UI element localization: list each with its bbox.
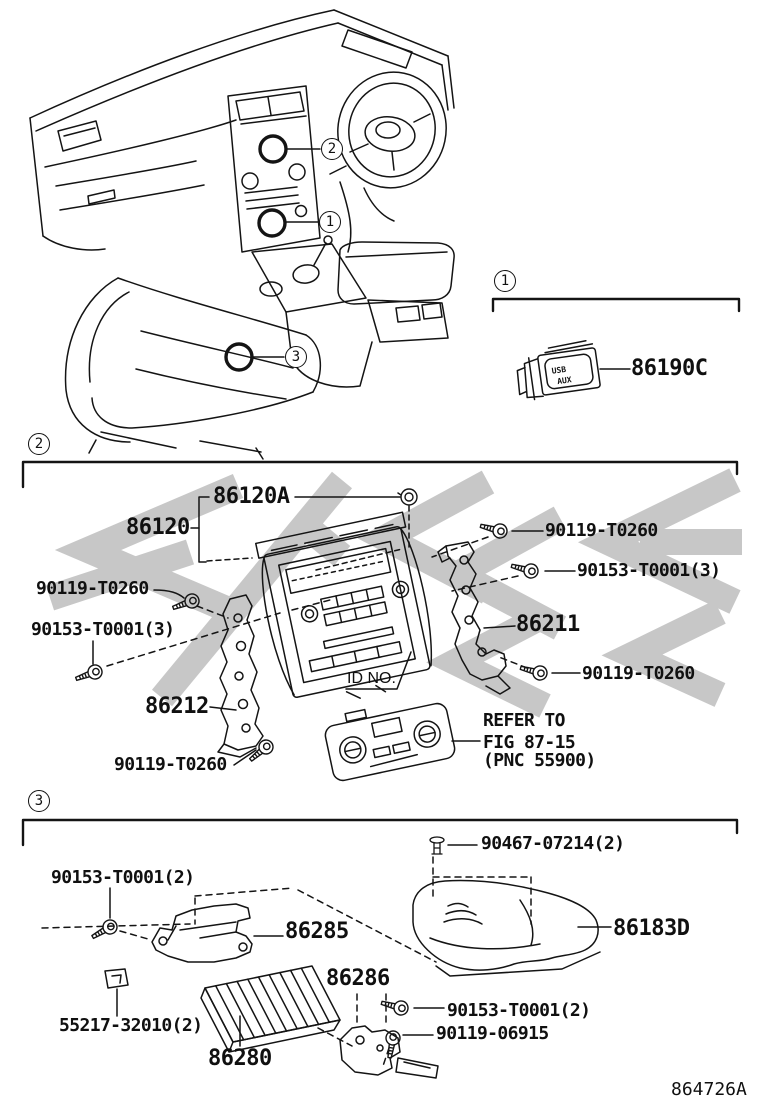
climate-control-drawing bbox=[324, 702, 456, 782]
section-2-header-callout: 2 bbox=[28, 433, 50, 455]
section-1-header-callout: 1 bbox=[494, 270, 516, 292]
clip-label-90467-07214: 90467-07214(2) bbox=[481, 833, 625, 854]
section-1-drawing: USB AUX bbox=[491, 297, 741, 401]
screw-label-90119-06915: 90119-06915 bbox=[436, 1023, 549, 1044]
id-no-label: ID NO. bbox=[347, 670, 396, 687]
dashboard-sketch bbox=[29, 9, 455, 460]
screw-label-90153-t0001-left: 90153-T0001(3) bbox=[31, 619, 175, 640]
refer-note-line3: (PNC 55900) bbox=[483, 750, 596, 771]
screw-label-90153-t0001-lower-right: 90153-T0001(2) bbox=[447, 1000, 591, 1021]
screw-label-90119-t0260-right-lower: 90119-T0260 bbox=[582, 663, 695, 684]
refer-note-line1: REFER TO bbox=[483, 710, 566, 731]
part-label-86120a: 86120A bbox=[213, 484, 290, 509]
bracket-86285-drawing bbox=[151, 903, 253, 963]
bracket-86212-drawing bbox=[217, 594, 264, 758]
connector-aux-text: AUX bbox=[557, 375, 573, 386]
radio-receiver-drawing bbox=[255, 511, 433, 699]
section-2-drawing bbox=[21, 460, 739, 782]
screw-label-90153-t0001-upper-left: 90153-T0001(2) bbox=[51, 867, 195, 888]
cushion-55217-drawing bbox=[104, 968, 129, 989]
part-label-86285: 86285 bbox=[285, 919, 349, 944]
callout-1-pointer: 1 bbox=[319, 211, 341, 233]
callout-2-pointer: 2 bbox=[321, 138, 343, 160]
part-label-86212: 86212 bbox=[145, 694, 209, 719]
section-3-header-callout: 3 bbox=[28, 790, 50, 812]
bracket-86286-drawing bbox=[339, 1025, 439, 1079]
part-label-86286: 86286 bbox=[326, 966, 390, 991]
connector-usb-text: USB bbox=[551, 365, 567, 376]
callout-3-pointer: 3 bbox=[285, 346, 307, 368]
section-3-drawing bbox=[21, 818, 739, 1079]
screw-label-90153-t0001-right: 90153-T0001(3) bbox=[577, 560, 721, 581]
part-label-86211: 86211 bbox=[516, 612, 580, 637]
part-label-86280: 86280 bbox=[208, 1046, 272, 1071]
part-label-86183d: 86183D bbox=[613, 916, 690, 941]
cover-86183d-drawing bbox=[412, 879, 601, 977]
figure-number: 864726A bbox=[671, 1079, 747, 1100]
screw-label-90119-t0260-right-upper: 90119-T0260 bbox=[545, 520, 658, 541]
watermark-logo bbox=[45, 468, 742, 718]
screw-label-90119-t0260-left-upper: 90119-T0260 bbox=[36, 578, 149, 599]
usb-aux-adapter-drawing: USB AUX bbox=[516, 340, 601, 401]
refer-note-line2: FIG 87-15 bbox=[483, 732, 576, 753]
amplifier-86280-drawing bbox=[200, 965, 341, 1053]
part-label-86190c: 86190C bbox=[631, 356, 708, 381]
part-label-55217-32010: 55217-32010(2) bbox=[59, 1015, 203, 1036]
screw-label-90119-t0260-left-lower: 90119-T0260 bbox=[114, 754, 227, 775]
part-label-86120: 86120 bbox=[126, 515, 190, 540]
